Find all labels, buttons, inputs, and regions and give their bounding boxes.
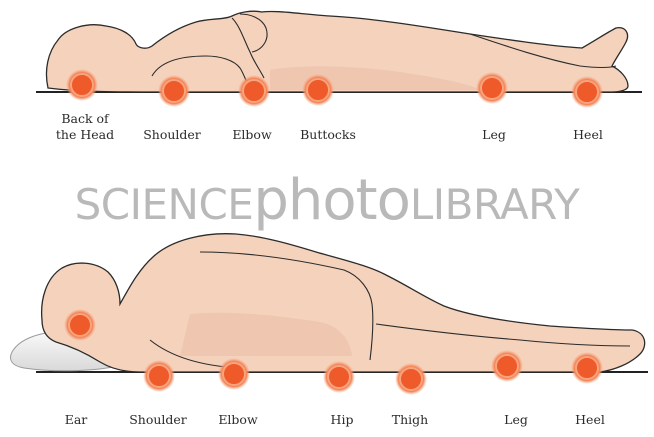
pressure-point-back-of-head <box>71 74 93 96</box>
watermark: SCIENCEphotoLIBRARY <box>0 168 654 233</box>
pressure-point-heel-lateral <box>576 357 598 379</box>
label-leg-supine: Leg <box>474 127 514 143</box>
pressure-point-leg-supine <box>481 77 503 99</box>
pressure-point-thigh <box>400 368 422 390</box>
supine-figure <box>36 11 642 92</box>
label-shoulder-lateral: Shoulder <box>122 412 194 428</box>
pressure-point-elbow-lateral <box>223 363 245 385</box>
label-elbow-lateral: Elbow <box>210 412 266 428</box>
lateral-figure <box>11 234 649 372</box>
pressure-point-ear <box>69 314 91 336</box>
pressure-point-shoulder-supine <box>163 80 185 102</box>
pressure-point-shoulder-lateral <box>148 365 170 387</box>
label-leg-lateral: Leg <box>496 412 536 428</box>
pressure-point-heel-supine <box>576 81 598 103</box>
pressure-point-leg-lateral <box>496 355 518 377</box>
watermark-science: SCIENCE <box>75 180 254 229</box>
label-ear: Ear <box>58 412 94 428</box>
watermark-photo: photo <box>253 168 410 233</box>
pressure-point-elbow-supine <box>243 80 265 102</box>
label-elbow-supine: Elbow <box>224 127 280 143</box>
label-thigh: Thigh <box>384 412 436 428</box>
label-back-of-head: Back of the Head <box>48 111 122 143</box>
pressure-point-buttocks <box>307 79 329 101</box>
pressure-point-hip <box>328 366 350 388</box>
label-heel-supine: Heel <box>566 127 610 143</box>
label-shoulder-supine: Shoulder <box>136 127 208 143</box>
label-hip: Hip <box>324 412 360 428</box>
label-buttocks: Buttocks <box>292 127 364 143</box>
label-heel-lateral: Heel <box>568 412 612 428</box>
watermark-library: LIBRARY <box>410 180 579 229</box>
